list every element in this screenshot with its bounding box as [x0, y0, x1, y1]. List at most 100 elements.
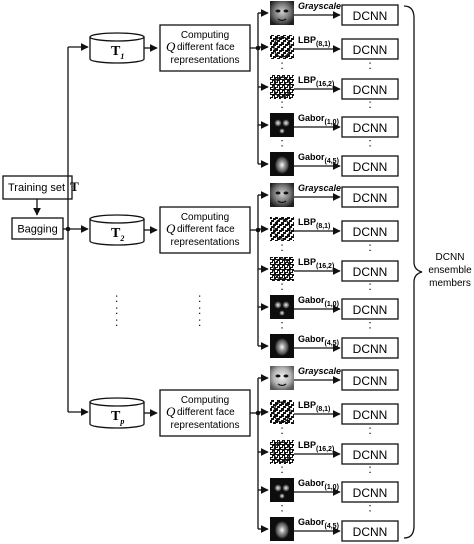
representation-label: Grayscale — [298, 183, 341, 193]
dcnn-box: DCNN — [341, 155, 399, 177]
face-thumbnail — [270, 366, 294, 390]
dcnn-label: DCNN — [353, 43, 388, 57]
thumbnail-ellipsis: : — [280, 136, 283, 150]
thumbnail-ellipsis: : — [280, 240, 283, 254]
face-thumbnail — [270, 295, 294, 319]
thumbnail-ellipsis: : — [280, 501, 283, 515]
bag-cylinder-body — [89, 37, 145, 64]
representation-label: LBP(16,2) — [298, 75, 334, 88]
representation-row: Gabor(1,0)DCNN:: — [258, 113, 399, 150]
dcnn-box: DCNN — [341, 116, 399, 138]
bag-index: 1 — [120, 52, 124, 61]
dcnn-ellipsis: : — [368, 423, 371, 437]
face-thumbnail — [270, 440, 294, 464]
dcnn-box: DCNN — [341, 403, 399, 425]
face-thumbnail — [270, 35, 294, 59]
dcnn-ellipsis: : — [368, 58, 371, 72]
dcnn-ellipsis: : — [368, 279, 371, 293]
computing-q: Q — [166, 404, 176, 419]
dcnn-box: DCNN — [341, 481, 399, 503]
thumbnail-ellipsis: : — [280, 58, 283, 72]
face-thumbnail — [270, 257, 294, 281]
bag-cylinder-top — [89, 214, 145, 224]
face-thumbnail — [270, 152, 294, 176]
representation-label: Grayscale — [298, 366, 341, 376]
training-set-label: Training set — [8, 182, 65, 194]
representation-row: Gabor(4,5)DCNN — [258, 334, 399, 359]
representation-row: LBP(8,1)DCNN:: — [258, 217, 399, 254]
face-thumbnail — [270, 183, 294, 207]
ensemble-label-line-2: ensemble — [428, 265, 472, 276]
training-set-box: Training set T — [2, 175, 79, 200]
dcnn-ellipsis: : — [368, 462, 371, 476]
representation-row: LBP(8,1) DCNN:: — [258, 400, 399, 437]
dcnn-label: DCNN — [353, 160, 388, 174]
dcnn-box: DCNN — [341, 298, 399, 320]
thumbnail-ellipsis: : — [280, 279, 283, 293]
computing-line-1: Computing — [181, 212, 229, 223]
bag-1: T1 — [89, 32, 145, 64]
representation-label: Grayscale — [298, 1, 341, 11]
computing-q: Q — [166, 221, 176, 236]
bag-index: p — [119, 417, 124, 426]
dcnn-label: DCNN — [353, 525, 388, 539]
bag-symbol: T1 — [111, 44, 124, 61]
dcnn-box: DCNN — [341, 38, 399, 60]
computing-line-1: Computing — [181, 30, 229, 41]
dcnn-label: DCNN — [353, 265, 388, 279]
pipeline-ellipsis: : : : : : : — [115, 291, 201, 329]
svg-text::: : — [115, 315, 118, 329]
bag-symbol: T2 — [111, 226, 124, 243]
dcnn-box: DCNN — [341, 186, 399, 208]
dcnn-ellipsis: : — [368, 318, 371, 332]
representation-row: Gabor(4,5)DCNN — [258, 517, 399, 542]
ensemble-label-line-3: members — [429, 278, 471, 289]
computing-q: Q — [166, 39, 176, 54]
representation-row: Gabor(4,5)DCNN — [258, 152, 399, 177]
representation-row: LBP(16,2)DCNN:: — [258, 75, 399, 111]
dcnn-label: DCNN — [353, 9, 388, 23]
dcnn-ellipsis: : — [368, 136, 371, 150]
computing-line-2: different face — [177, 407, 235, 418]
computing-line-2: different face — [177, 224, 235, 235]
ellipsis-computing: : — [198, 291, 201, 305]
computing-line-2: different face — [177, 42, 235, 53]
bag-symbol: Tp — [111, 409, 124, 426]
face-thumbnail — [270, 517, 294, 541]
dcnn-ellipsis: : — [368, 501, 371, 515]
representation-label: LBP(16,2) — [298, 440, 334, 453]
thumbnail-ellipsis: : — [280, 423, 283, 437]
representation-label: LBP(8,1) — [298, 217, 330, 230]
dcnn-label: DCNN — [353, 303, 388, 317]
ensemble-label: DCNN ensemble members — [428, 252, 472, 289]
bagging-label: Bagging — [17, 224, 57, 236]
representation-label: LBP(8,1) — [298, 400, 330, 413]
representation-label: Gabor(1,0) — [298, 113, 339, 126]
representation-label: Gabor(1,0) — [298, 478, 339, 491]
face-thumbnail — [270, 478, 294, 502]
dcnn-box: DCNN — [341, 520, 399, 542]
dcnn-label: DCNN — [353, 225, 388, 239]
svg-text::: : — [115, 303, 118, 317]
thumbnail-ellipsis: : — [280, 462, 283, 476]
dcnn-box: DCNN — [341, 260, 399, 282]
dcnn-ellipsis: : — [368, 97, 371, 111]
face-thumbnail — [270, 113, 294, 137]
dcnn-box: DCNN — [341, 443, 399, 465]
training-set-symbol: T — [70, 179, 79, 194]
bag-cylinder-top — [89, 32, 145, 42]
face-thumbnail — [270, 217, 294, 241]
ensemble-brace — [403, 5, 423, 539]
ensemble-label-line-1: DCNN — [436, 252, 465, 263]
svg-text::: : — [198, 303, 201, 317]
computing-line-3: representations — [171, 55, 240, 66]
